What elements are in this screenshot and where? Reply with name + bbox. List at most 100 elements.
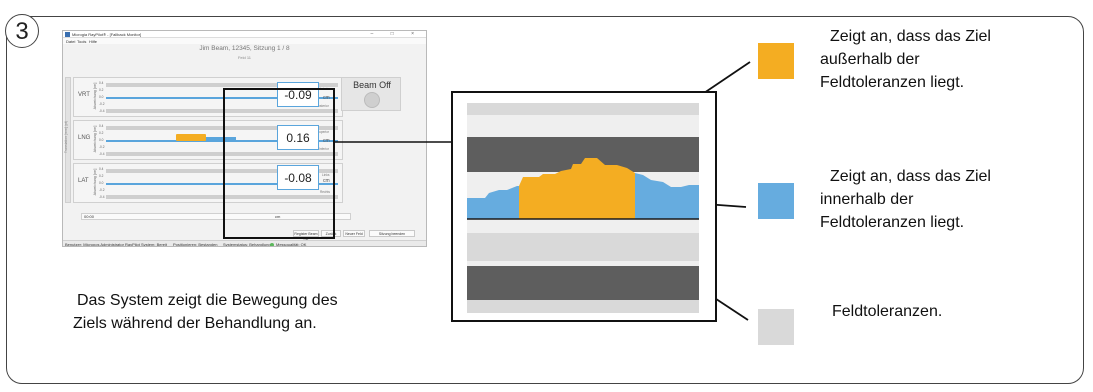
legend-line: innerhalb der: [820, 191, 914, 208]
legend-text-tolerance: Feldtoleranzen.: [832, 300, 1072, 323]
tick: 0.2: [99, 174, 104, 178]
end-session-button[interactable]: Sitzung beenden: [369, 230, 415, 237]
beam-status-panel: Beam Off: [341, 77, 401, 111]
status-user: Benutzer: Micropos Administrator: [65, 242, 124, 247]
app-window-title: Microgia RayPilot® - [Fallback Monitor]: [72, 32, 142, 37]
menu-datei[interactable]: Datei: [66, 39, 76, 44]
menu-hilfe[interactable]: Hilfe: [89, 39, 98, 44]
tick: -0.2: [99, 102, 105, 106]
menu-tools[interactable]: Tools: [77, 39, 87, 44]
tick: -0.2: [99, 145, 105, 149]
tolerance-strip: [106, 126, 338, 130]
tolerance-strip: [106, 152, 338, 156]
tick: -0.4: [99, 109, 105, 113]
value-unit-lat: cm: [323, 178, 330, 184]
status-quality: Messqualität: OK: [276, 242, 307, 247]
tolerance-strip: [106, 109, 338, 113]
app-titlebar: Microgia RayPilot® - [Fallback Monitor] …: [63, 31, 426, 38]
in-tolerance-segment: [206, 137, 236, 141]
inside-tolerance-area: [467, 186, 519, 219]
time-scale-label: 00:00: [84, 214, 95, 219]
legend-text-outside: Zeigt an, dass das Ziel außerhalb der Fe…: [820, 25, 1070, 94]
tolerance-strip: [106, 195, 338, 199]
side-axis-strip: [65, 77, 71, 203]
highlight-rectangle: [223, 88, 335, 239]
row-top-label: Superior: [317, 130, 330, 134]
status-treatment: Systemstatus: Behandlung: [223, 242, 271, 247]
row-unit-lng: Abweichung [cm]: [93, 125, 97, 153]
row-bottom-label: Inferior: [319, 147, 329, 151]
value-unit-lng: cm: [323, 138, 330, 144]
legend-line: Zeigt an, dass das Ziel: [830, 28, 991, 45]
out-of-tolerance-segment: [176, 134, 206, 141]
tick: 0.0: [99, 138, 104, 142]
row-top-label: Links: [322, 173, 330, 177]
caption: Das System zeigt die Bewegung des Ziels …: [73, 289, 433, 335]
motion-trace-vrt: [106, 97, 338, 99]
tick: -0.2: [99, 188, 105, 192]
row-bottom-label: Posterior: [316, 104, 329, 108]
band-gap: [467, 219, 699, 233]
legend-line: Feldtoleranzen liegt.: [820, 214, 965, 231]
back-button[interactable]: Zurück: [321, 230, 341, 237]
tick: 0.4: [99, 124, 104, 128]
tolerance-band-light: [467, 233, 699, 261]
tolerance-strip: [106, 169, 338, 173]
app-screenshot: Microgia RayPilot® - [Fallback Monitor] …: [62, 30, 427, 247]
value-unit-vrt: cm: [323, 95, 330, 101]
tick: 0.2: [99, 131, 104, 135]
row-unit-lat: Abweichung [cm]: [93, 168, 97, 196]
legend-swatch-inside: [758, 183, 794, 219]
row-bottom-label: Rechts: [320, 190, 330, 194]
tick: 0.0: [99, 95, 104, 99]
tick: -0.4: [99, 195, 105, 199]
status-system: RayPilot System: Bereit: [125, 242, 168, 247]
motion-trace-lng: [106, 140, 338, 142]
app-menubar: [63, 38, 426, 44]
side-axis-label: Translation [mm] (pt): [64, 120, 68, 154]
app-logo-icon: [65, 32, 70, 37]
window-controls[interactable]: – □ ×: [370, 31, 422, 37]
caption-line: Das System zeigt die Bewegung des: [77, 292, 338, 309]
time-scale-row: 00:00: [81, 213, 351, 220]
radiation-icon: [364, 92, 380, 108]
row-unit-vrt: Abweichung [cm]: [93, 82, 97, 110]
zoom-trace: [467, 158, 699, 220]
app-statusbar: Benutzer: Micropos Administrator RayPilo…: [63, 240, 426, 247]
tolerance-band-light: [467, 300, 699, 313]
tick: 0.4: [99, 81, 104, 85]
row-name-lat: LAT: [78, 178, 89, 184]
legend-line: Zeigt an, dass das Ziel: [830, 168, 991, 185]
legend-swatch-tolerance: [758, 309, 794, 345]
legend-line: Feldtoleranzen liegt.: [820, 74, 965, 91]
tolerance-strip: [106, 83, 338, 87]
caption-line: Ziels während der Behandlung an.: [73, 315, 317, 332]
tolerance-band-dark: [467, 266, 699, 300]
row-name-vrt: VRT: [78, 92, 90, 98]
legend-swatch-outside: [758, 43, 794, 79]
outside-tolerance-area: [519, 158, 635, 219]
tolerance-band-light: [467, 103, 699, 115]
step-number-badge: 3: [5, 14, 39, 48]
app-field-subheader: Feld 11: [237, 55, 252, 60]
outer-frame: [6, 16, 1084, 384]
tick: 0.2: [99, 88, 104, 92]
inside-tolerance-area: [635, 173, 699, 219]
tick: -0.4: [99, 152, 105, 156]
value-box-lng: 0.16: [277, 125, 319, 150]
status-positioning: Positionieren: Bestanden: [173, 242, 218, 247]
app-patient-header: Jim Beam, 12345, Sitzung 1 / 8: [199, 45, 290, 52]
new-field-button[interactable]: Neuer Feld: [343, 230, 365, 237]
motion-trace-lat: [106, 183, 338, 185]
value-box-lat: -0.08: [277, 165, 319, 190]
legend-text-inside: Zeigt an, dass das Ziel innerhalb der Fe…: [820, 165, 1070, 234]
row-name-lng: LNG: [78, 135, 91, 141]
tick: 0.4: [99, 167, 104, 171]
zoom-panel: [467, 103, 699, 313]
band-gap: [467, 261, 699, 266]
status-ok-icon: [270, 242, 274, 246]
beam-status-label: Beam Off: [353, 80, 391, 90]
legend-line: Feldtoleranzen.: [832, 303, 943, 320]
tick: 0.0: [99, 181, 104, 185]
scale-unit: cm: [275, 214, 281, 219]
